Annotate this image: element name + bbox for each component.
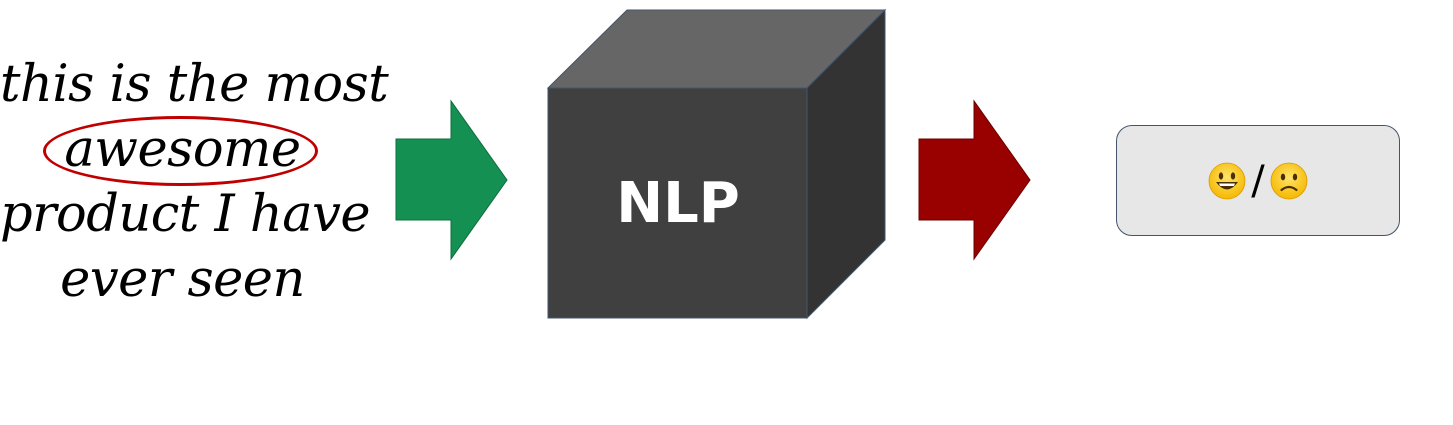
model-label: NLP — [616, 170, 740, 236]
sentence-line-1: this is the most — [0, 55, 389, 114]
sentiment-output-box: / — [1116, 125, 1400, 236]
input-arrow — [395, 99, 508, 261]
output-arrow — [918, 99, 1031, 261]
sentence-line-4: ever seen — [60, 250, 305, 309]
grinning-face-icon — [1208, 162, 1246, 199]
sentence-line-3: product I have — [0, 185, 371, 244]
highlight-ellipse — [43, 116, 318, 186]
sentiment-separator: / — [1251, 157, 1265, 204]
cube-front-face — [547, 87, 808, 319]
slightly-frowning-face-icon — [1270, 162, 1308, 199]
